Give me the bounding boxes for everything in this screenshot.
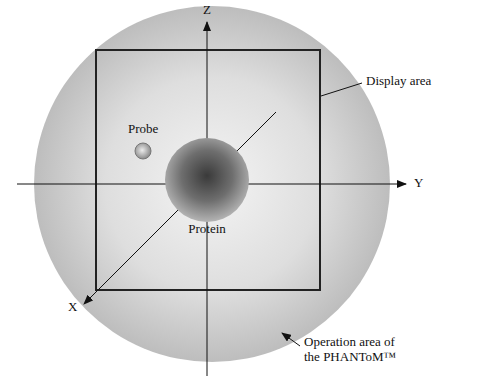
x-axis	[84, 112, 276, 304]
display-area	[96, 50, 320, 290]
axis-label: Z	[203, 3, 211, 18]
leader-line	[321, 83, 362, 96]
part-label: Probe	[128, 122, 158, 137]
axis-label: Y	[414, 176, 423, 191]
protein-sphere	[165, 138, 249, 222]
probe-sphere	[135, 143, 151, 159]
region-label: Display area	[366, 74, 431, 89]
region-label: Operation area of the PHANToM™	[304, 335, 398, 365]
leader-arrow	[282, 333, 300, 346]
axis-label: X	[68, 300, 77, 315]
part-label: Protein	[188, 222, 226, 237]
